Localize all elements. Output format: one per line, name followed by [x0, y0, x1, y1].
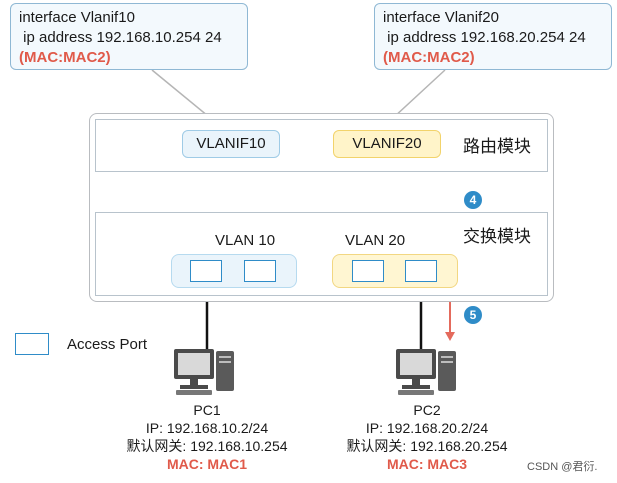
- switching-module: [95, 212, 548, 296]
- pc1-name: PC1: [193, 402, 221, 418]
- step-badge-icon: 4: [464, 191, 482, 209]
- vlanif20-interface: VLANIF20: [333, 130, 441, 158]
- vlan10-port-group: [171, 254, 297, 288]
- pc2-mac: MAC: MAC3: [386, 456, 468, 472]
- routing-module-label: 路由模块: [463, 137, 531, 156]
- pc2-info: PC2 IP: 192.168.20.2/24 默认网关: 192.168.20…: [327, 401, 527, 473]
- callout-line-interface: interface Vlanif10: [19, 9, 135, 26]
- pc1-info: PC1 IP: 192.168.10.2/24 默认网关: 192.168.10…: [107, 401, 307, 473]
- access-port-icon: [190, 260, 222, 282]
- callout-mac: (MAC:MAC2): [19, 49, 111, 66]
- vlanif10-interface: VLANIF10: [182, 130, 280, 158]
- legend-access-port-icon: [15, 333, 49, 355]
- legend-label: Access Port: [67, 336, 148, 353]
- pc2-ip: IP: 192.168.20.2/24: [365, 420, 489, 436]
- pc1-ip: IP: 192.168.10.2/24: [145, 420, 269, 436]
- watermark: CSDN @君衍.: [527, 461, 598, 473]
- callout-line-ip: ip address 192.168.20.254 24: [383, 29, 586, 46]
- pc1-gateway: 默认网关: 192.168.10.254: [126, 438, 288, 454]
- access-port-icon: [405, 260, 437, 282]
- routing-module: [95, 119, 548, 172]
- callout-vlanif20-config: interface Vlanif20 ip address 192.168.20…: [374, 3, 612, 70]
- access-port-icon: [244, 260, 276, 282]
- pc2-gateway: 默认网关: 192.168.20.254: [346, 438, 508, 454]
- callout-line-ip: ip address 192.168.10.254 24: [19, 29, 222, 46]
- access-port-icon: [352, 260, 384, 282]
- vlan20-label: VLAN 20: [345, 232, 406, 249]
- pc-icon: [396, 349, 456, 395]
- pc-icon: [174, 349, 234, 395]
- pc2-name: PC2: [413, 402, 441, 418]
- vlan20-port-group: [332, 254, 458, 288]
- callout-line-interface: interface Vlanif20: [383, 9, 499, 26]
- step-badge-icon: 5: [464, 306, 482, 324]
- callout-mac: (MAC:MAC2): [383, 49, 475, 66]
- pc1-mac: MAC: MAC1: [166, 456, 248, 472]
- callout-vlanif10-config: interface Vlanif10 ip address 192.168.10…: [10, 3, 248, 70]
- vlan10-label: VLAN 10: [215, 232, 276, 249]
- switching-module-label: 交换模块: [463, 227, 531, 246]
